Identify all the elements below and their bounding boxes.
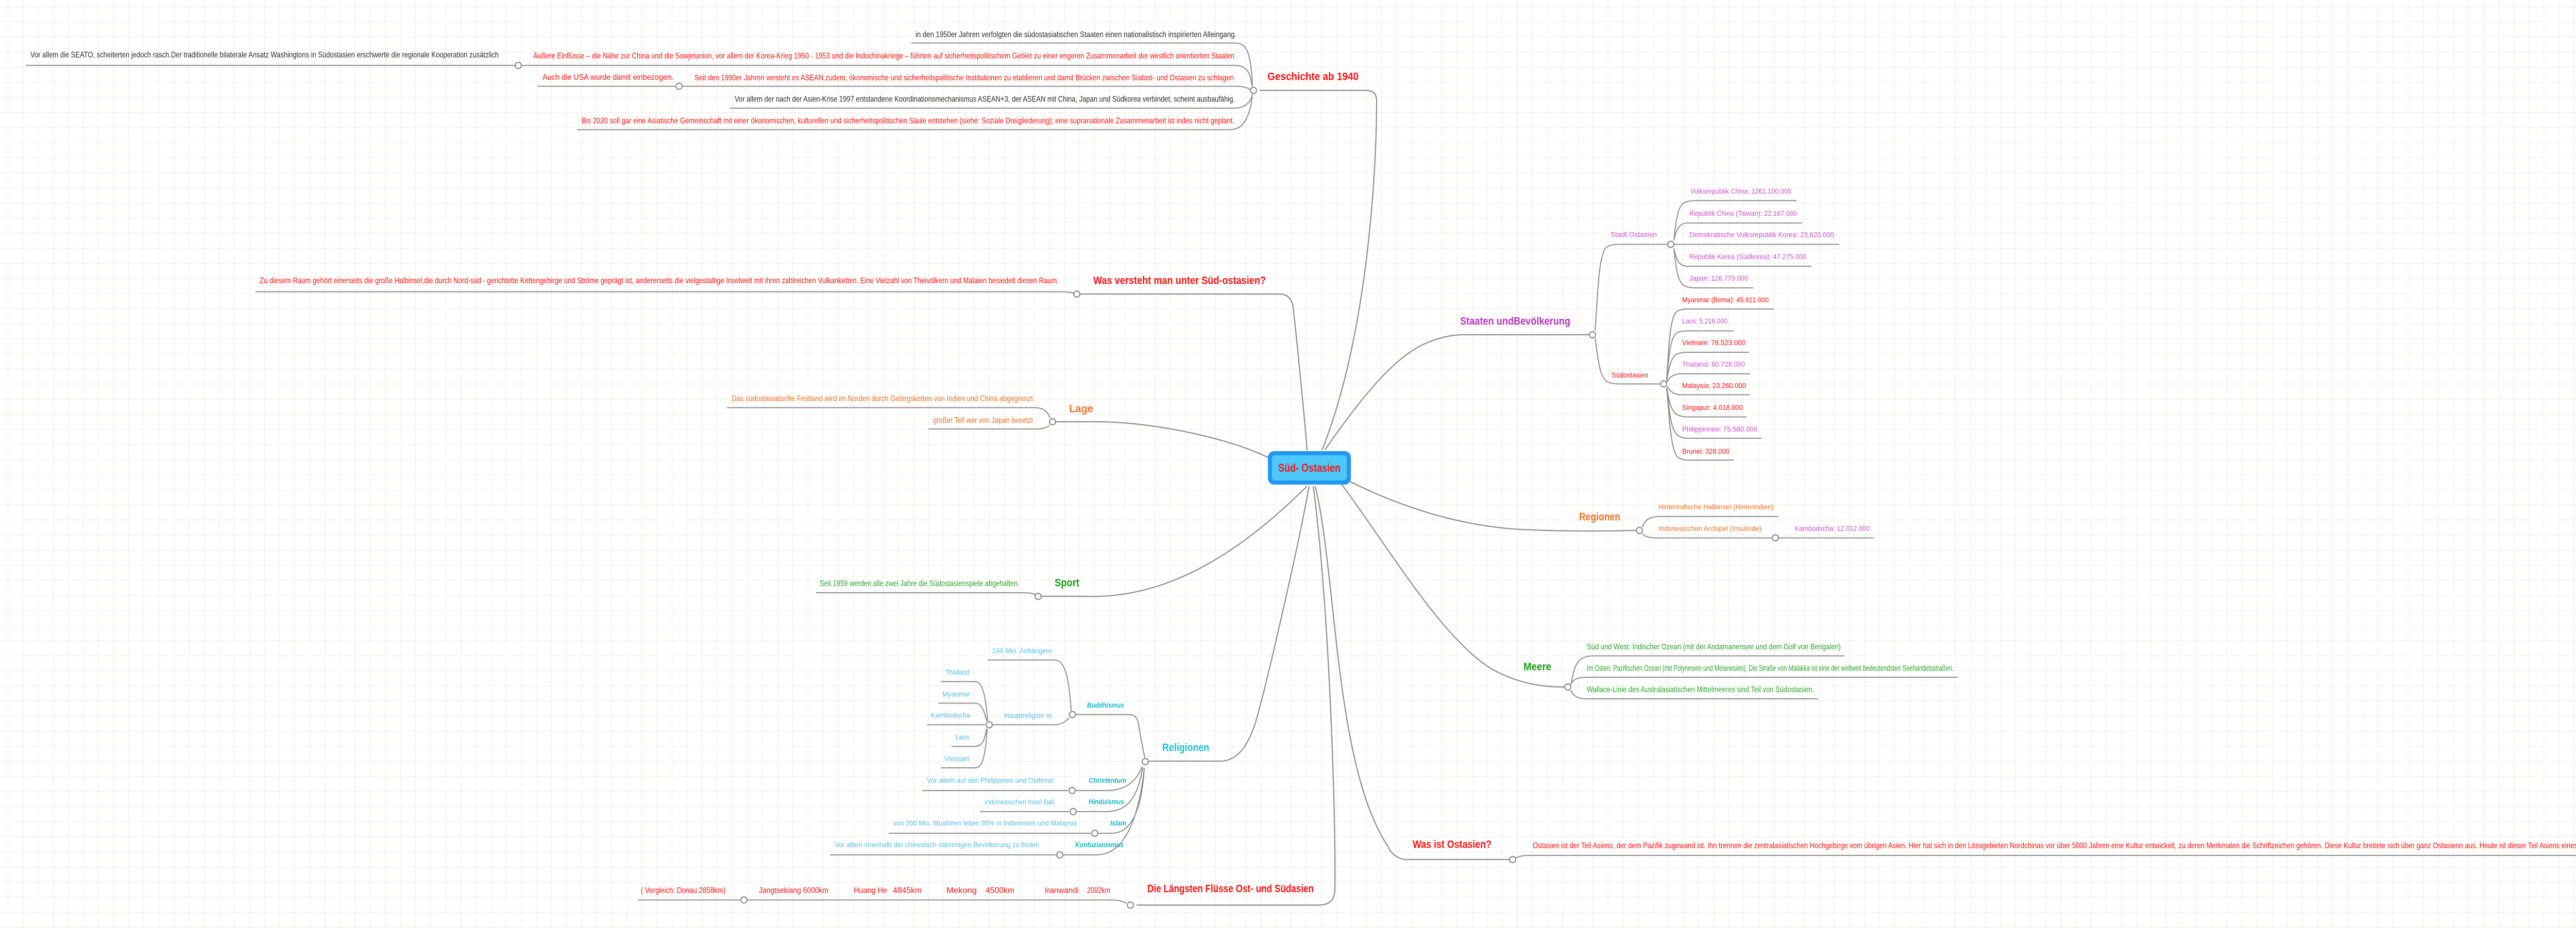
svg-text:( Vergleich: Donau 2858km): ( Vergleich: Donau 2858km) (641, 886, 725, 895)
svg-text:Singapur: 4.018.000: Singapur: 4.018.000 (1682, 403, 1743, 411)
svg-text:Vor allem innerhalb der chines: Vor allem innerhalb der chinesisch-stämm… (835, 840, 1041, 849)
svg-text:Myanmar (Birma): 45.611.000: Myanmar (Birma): 45.611.000 (1682, 296, 1769, 304)
svg-text:Vor allem auf den Philippinen: Vor allem auf den Philippinen und Osttim… (927, 776, 1054, 784)
svg-text:4845km: 4845km (893, 886, 922, 895)
svg-text:Laos: 5.216.000: Laos: 5.216.000 (1682, 317, 1727, 325)
svg-text:Stadt Ostasien: Stadt Ostasien (1611, 230, 1657, 238)
svg-text:Was ist Ostasien?: Was ist Ostasien? (1413, 839, 1492, 851)
svg-text:Meere: Meere (1523, 661, 1551, 673)
svg-text:indonesischen Insel Bali: indonesischen Insel Bali (985, 798, 1055, 806)
svg-text:Hinterindische Halbinsel (Hint: Hinterindische Halbinsel (Hinterindien) (1658, 503, 1774, 511)
svg-text:Thailand: 60.728.000: Thailand: 60.728.000 (1682, 360, 1745, 368)
svg-text:Sport: Sport (1055, 577, 1079, 589)
svg-text:Mekong: Mekong (946, 886, 977, 895)
svg-text:Volksrepublik China: 1261.100.: Volksrepublik China: 1261.100.000 (1690, 187, 1791, 195)
svg-text:Süd und West: Indischer Ozean: Süd und West: Indischer Ozean (mit der A… (1587, 643, 1841, 651)
svg-text:Thailand: Thailand (945, 668, 970, 676)
svg-text:Laos: Laos (956, 733, 970, 741)
svg-text:Staaten undBevölkerung: Staaten undBevölkerung (1460, 316, 1570, 328)
svg-text:Was versteht man unter Süd-ost: Was versteht man unter Süd-ostasien? (1093, 275, 1266, 287)
svg-text:Vor allem die SEATO, scheitert: Vor allem die SEATO, scheiterten jedoch … (30, 50, 499, 59)
svg-text:Geschichte ab 1940: Geschichte ab 1940 (1267, 71, 1359, 83)
svg-text:Christentum: Christentum (1089, 776, 1126, 784)
svg-text:Demokratische Volksrepublik Ko: Demokratische Volksrepublik Korea: 23.62… (1689, 231, 1834, 239)
svg-text:Ostasien ist der Teil Asiens,: Ostasien ist der Teil Asiens, der dem Pa… (1533, 841, 2576, 850)
svg-text:Seit den 1990er Jahren versteh: Seit den 1990er Jahren versteht es ASEAN… (694, 74, 1234, 82)
svg-text:Wallace-Linie des Australasiat: Wallace-Linie des Australasiatischen Mit… (1587, 685, 1814, 694)
svg-text:Religionen: Religionen (1162, 742, 1209, 754)
svg-text:Kambodscha: Kambodscha (931, 711, 970, 719)
svg-text:Südostasien: Südostasien (1612, 371, 1648, 379)
svg-text:Die Längsten Flüsse Ost- und S: Die Längsten Flüsse Ost- und Südasien (1147, 883, 1314, 895)
svg-text:großer Teil war von Japan bese: großer Teil war von Japan besetzt (933, 416, 1033, 425)
svg-text:Huang He: Huang He (854, 886, 887, 895)
svg-text:Iranwandi: Iranwandi (1045, 886, 1079, 895)
svg-text:Hauptreligion in:: Hauptreligion in: (1004, 711, 1054, 719)
svg-text:Republik Korea (Südkorea): 47.: Republik Korea (Südkorea): 47.275.000 (1689, 252, 1806, 261)
svg-text:Auch die USA wurde damit einbe: Auch die USA wurde damit einbezogen. (543, 73, 673, 82)
svg-text:Vietnam: 78.523.000: Vietnam: 78.523.000 (1682, 338, 1745, 347)
svg-text:Kambodscha: 12.012.000: Kambodscha: 12.012.000 (1795, 524, 1870, 532)
svg-text:Indonesischen Archipel (Insuli: Indonesischen Archipel (Insulinde) (1658, 524, 1761, 532)
svg-text:2092km: 2092km (1087, 886, 1110, 895)
svg-text:Japan: 126.770.000: Japan: 126.770.000 (1689, 274, 1748, 282)
svg-text:von 200 Mio. Muslimen leben 95: von 200 Mio. Muslimen leben 95% in Indon… (893, 819, 1077, 827)
svg-text:Malaysia: 23.260.000: Malaysia: 23.260.000 (1682, 382, 1746, 390)
svg-text:Jangtsekiang 6000km: Jangtsekiang 6000km (759, 886, 828, 895)
svg-text:Seit 1959 werden alle zwei Jah: Seit 1959 werden alle zwei Jahre die Süd… (820, 579, 1020, 588)
svg-text:in den 1950er Jahren verfolgte: in den 1950er Jahren verfolgten die südo… (916, 30, 1236, 39)
svg-text:Im Osten: Pazifischen Ozean (: Im Osten: Pazifischen Ozean (mit Polynes… (1587, 664, 1954, 673)
svg-text:Zu diesem Raum gehört einersei: Zu diesem Raum gehört einerseits die gro… (260, 277, 1059, 285)
svg-text:Lage: Lage (1069, 403, 1093, 415)
svg-text:Brunei: 328.000: Brunei: 328.000 (1682, 447, 1730, 455)
svg-text:Äußere Einflüsse – die Nähe zu: Äußere Einflüsse – die Nähe zur China un… (533, 51, 1234, 60)
svg-text:Republik China (Taiwan): 22.16: Republik China (Taiwan): 22.167.000 (1689, 209, 1797, 217)
svg-text:Islam: Islam (1110, 819, 1126, 827)
svg-text:Vietnam: Vietnam (944, 754, 970, 763)
svg-text:Konfuzianismus: Konfuzianismus (1075, 840, 1124, 849)
svg-text:Philippinnen: 75.580.000: Philippinnen: 75.580.000 (1682, 425, 1757, 433)
svg-text:Buddhismus: Buddhismus (1087, 701, 1124, 709)
svg-text:Hinduismus: Hinduismus (1089, 798, 1124, 806)
svg-text:Myanmar: Myanmar (942, 690, 970, 698)
svg-text:Süd- Ostasien: Süd- Ostasien (1278, 461, 1341, 474)
svg-text:Regionen: Regionen (1579, 511, 1620, 523)
svg-text:Bis 2020 soll gar eine Asiatis: Bis 2020 soll gar eine Asiatische Gemein… (582, 116, 1234, 125)
svg-text:4500km: 4500km (986, 886, 1014, 895)
svg-text:240 Mio. Anhängern: 240 Mio. Anhängern (992, 647, 1052, 655)
svg-text:Das südostasiatische Festland: Das südostasiatische Festland wird im No… (732, 394, 1033, 403)
svg-text:Vor allem der nach der Asien-K: Vor allem der nach der Asien-Krise 1997 … (735, 95, 1235, 104)
